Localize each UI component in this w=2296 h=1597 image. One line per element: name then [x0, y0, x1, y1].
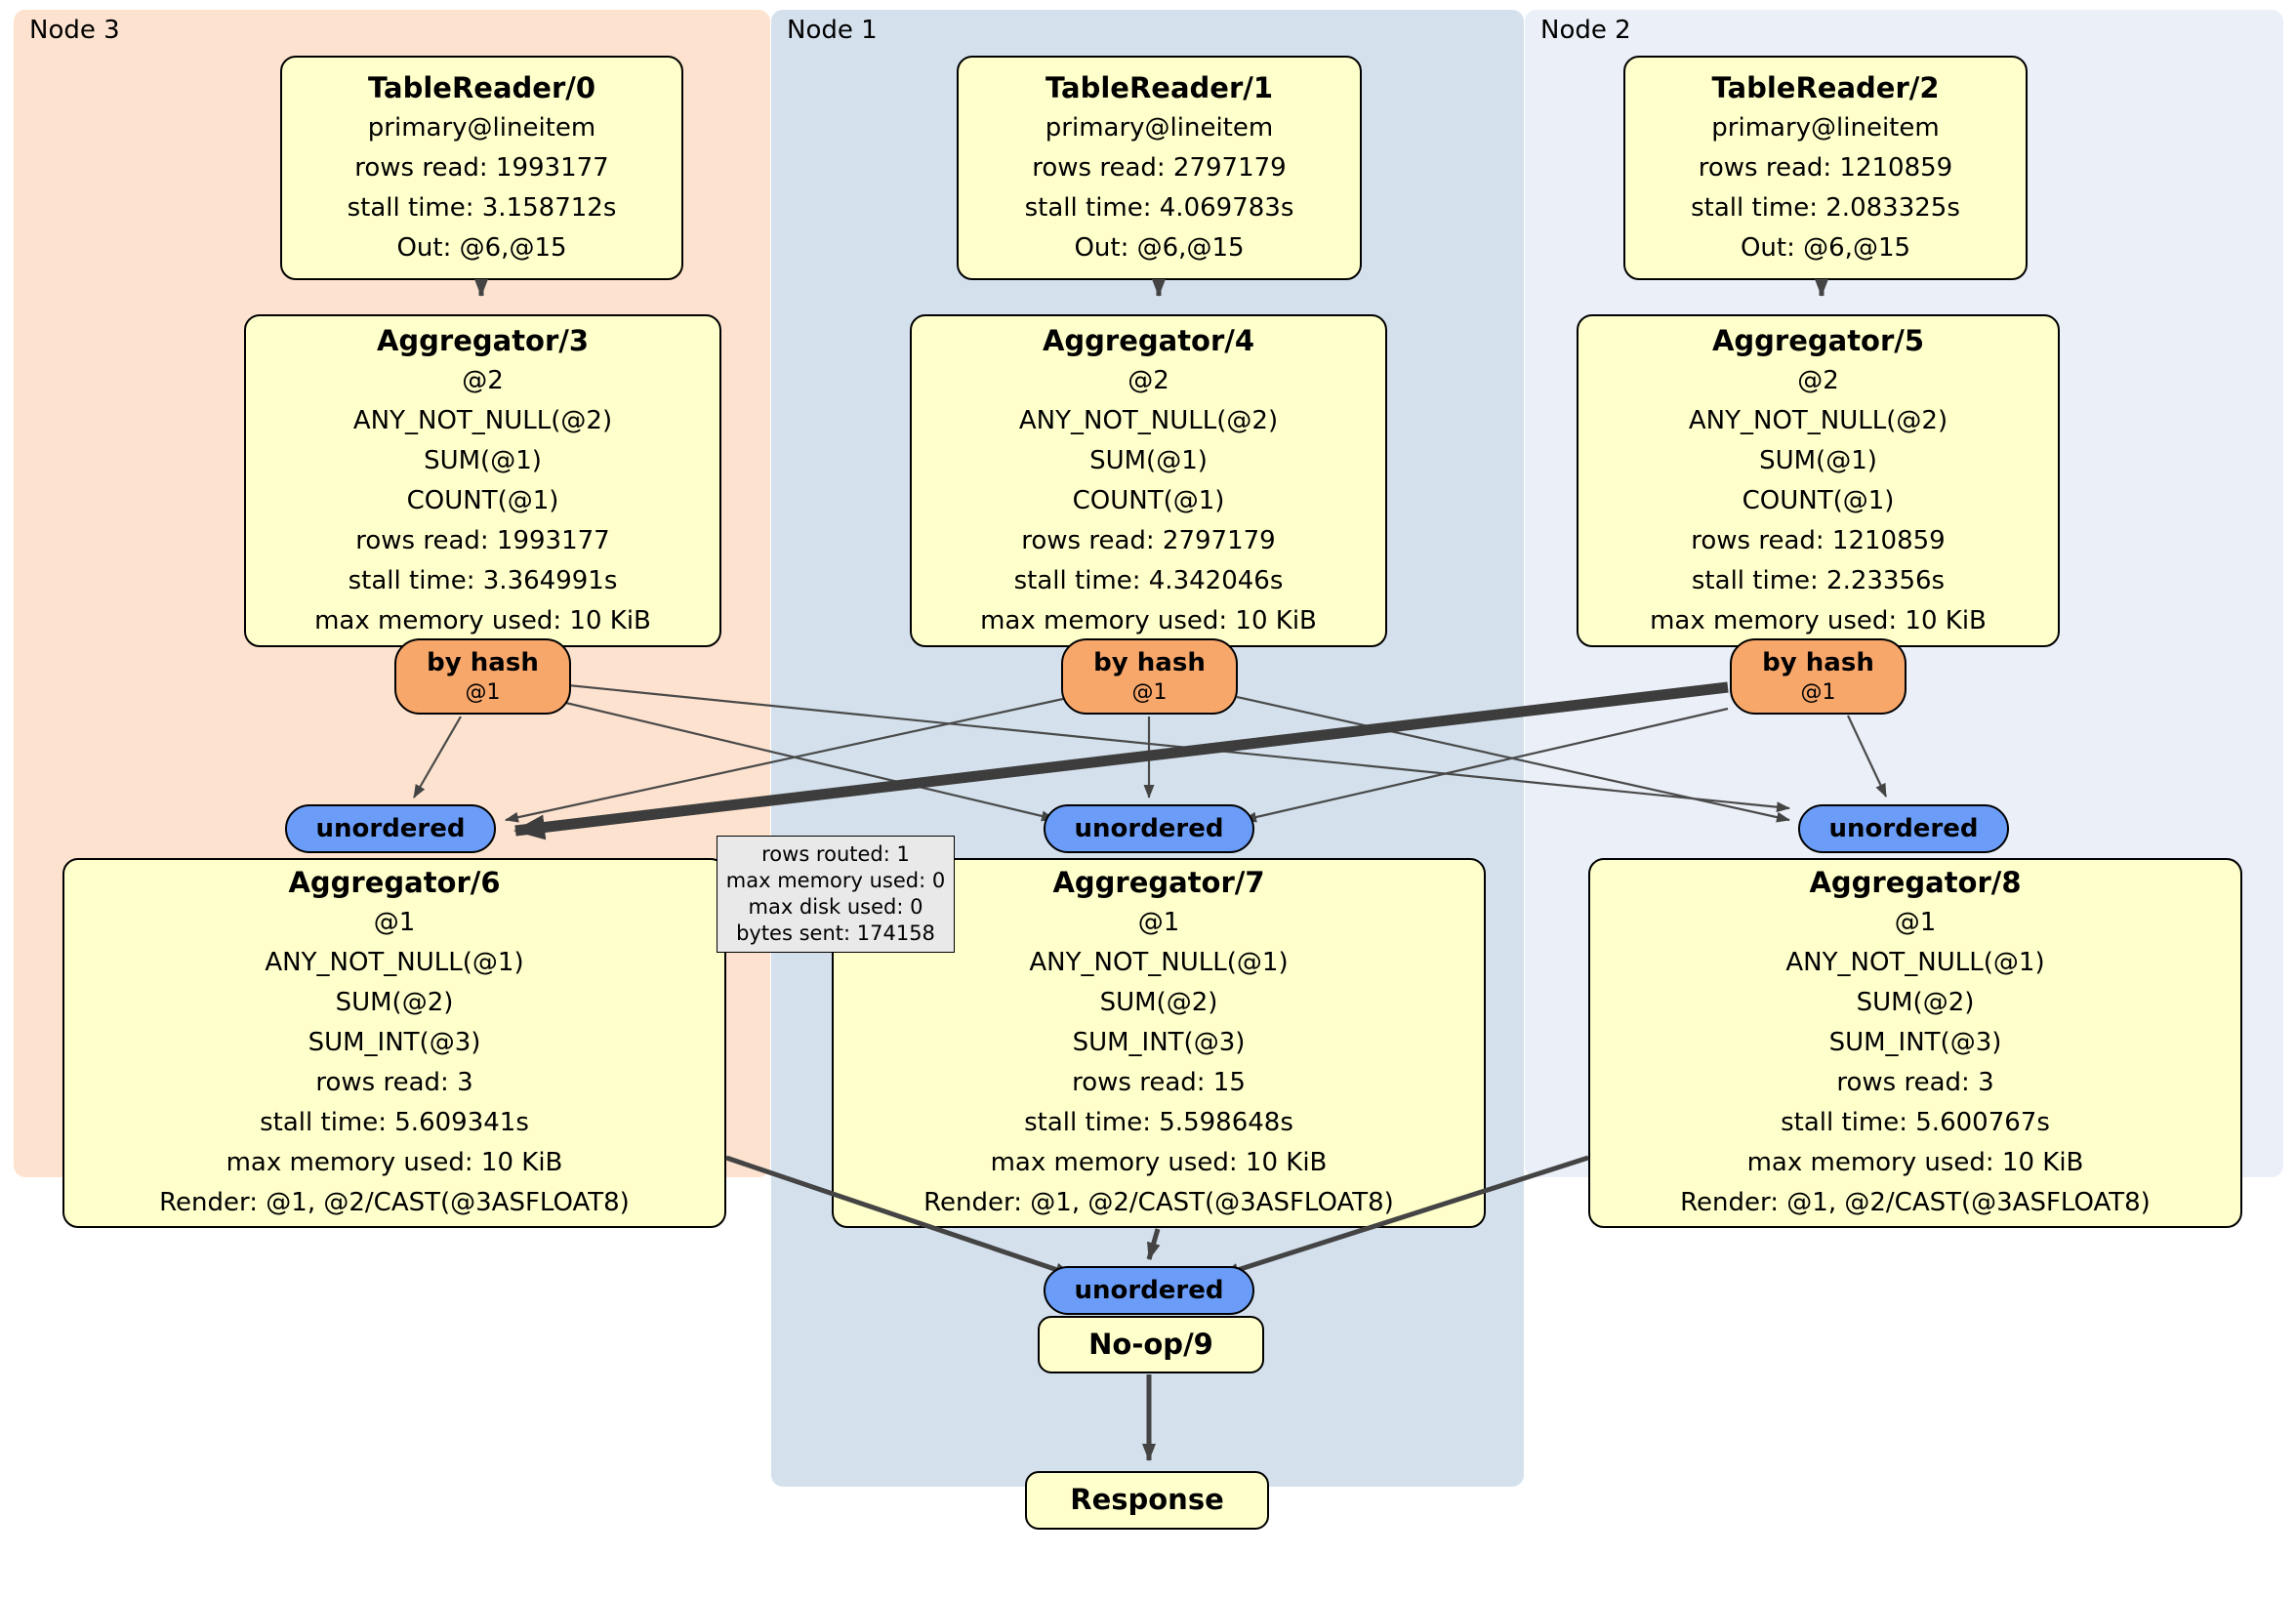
processor-detail: rows read: 2797179	[1032, 152, 1287, 183]
processor-detail: SUM(@1)	[424, 445, 542, 475]
processor-title: Aggregator/5	[1711, 323, 1925, 357]
router-by-hash-node3[interactable]: by hash @1	[394, 638, 571, 715]
router-param: @1	[465, 680, 501, 705]
processor-detail: @1	[1137, 908, 1180, 937]
tooltip-line: rows routed: 1	[761, 842, 910, 866]
sync-unordered-final[interactable]: unordered	[1044, 1266, 1254, 1315]
router-param: @1	[1131, 680, 1168, 705]
processor-detail: ANY_NOT_NULL(@1)	[1029, 948, 1289, 977]
processor-title: No-op/9	[1088, 1328, 1213, 1361]
router-label: by hash	[1093, 648, 1206, 677]
processor-detail: rows read: 2797179	[1021, 525, 1276, 555]
processor-detail: rows read: 15	[1072, 1068, 1246, 1097]
processor-detail: rows read: 3	[1836, 1068, 1994, 1097]
processor-title: Aggregator/6	[288, 866, 501, 899]
processor-tablereader-0[interactable]: TableReader/0 primary@lineitem rows read…	[280, 56, 683, 280]
processor-title: Response	[1070, 1483, 1224, 1516]
processor-aggregator-5[interactable]: Aggregator/5 @2 ANY_NOT_NULL(@2) SUM(@1)…	[1577, 314, 2060, 647]
processor-detail: stall time: 5.609341s	[260, 1108, 529, 1137]
router-label: by hash	[427, 648, 539, 677]
router-by-hash-node1[interactable]: by hash @1	[1061, 638, 1238, 715]
cluster-label-node3: Node 3	[29, 16, 120, 45]
processor-detail: SUM(@2)	[1856, 988, 1975, 1017]
processor-detail: stall time: 3.364991s	[348, 565, 618, 595]
processor-detail: ANY_NOT_NULL(@2)	[1688, 405, 1948, 435]
processor-title: Aggregator/3	[376, 323, 590, 357]
processor-detail: SUM_INT(@3)	[308, 1028, 481, 1057]
processor-detail: max memory used: 10 KiB	[1650, 605, 1987, 635]
processor-aggregator-4[interactable]: Aggregator/4 @2 ANY_NOT_NULL(@2) SUM(@1)…	[910, 314, 1387, 647]
processor-detail: stall time: 5.598648s	[1024, 1108, 1293, 1137]
processor-detail: ANY_NOT_NULL(@1)	[265, 948, 524, 977]
processor-title: Aggregator/8	[1809, 866, 2022, 899]
processor-detail: stall time: 2.23356s	[1691, 565, 1946, 595]
processor-noop-9[interactable]: No-op/9	[1038, 1316, 1264, 1373]
processor-detail: SUM(@1)	[1089, 445, 1208, 475]
processor-detail: ANY_NOT_NULL(@1)	[1785, 948, 2045, 977]
processor-aggregator-8[interactable]: Aggregator/8 @1 ANY_NOT_NULL(@1) SUM(@2)…	[1588, 858, 2242, 1228]
processor-detail: stall time: 5.600767s	[1781, 1108, 2050, 1137]
processor-title: TableReader/1	[1045, 70, 1274, 104]
processor-detail: rows read: 1993177	[354, 152, 609, 183]
tooltip-line: bytes sent: 174158	[736, 921, 935, 945]
processor-detail: rows read: 1210859	[1691, 525, 1946, 555]
sync-unordered-node3[interactable]: unordered	[285, 804, 496, 853]
processor-detail: Out: @6,@15	[1074, 232, 1245, 263]
router-by-hash-node2[interactable]: by hash @1	[1730, 638, 1906, 715]
processor-detail: primary@lineitem	[1711, 112, 1940, 143]
processor-detail: max memory used: 10 KiB	[314, 605, 651, 635]
cluster-label-node2: Node 2	[1540, 16, 1631, 45]
processor-detail: COUNT(@1)	[1072, 485, 1225, 515]
processor-detail: ANY_NOT_NULL(@2)	[1018, 405, 1279, 435]
processor-detail: Out: @6,@15	[1740, 232, 1911, 263]
processor-detail: COUNT(@1)	[1742, 485, 1895, 515]
processor-detail: SUM(@2)	[1099, 988, 1218, 1017]
processor-detail: COUNT(@1)	[406, 485, 559, 515]
processor-detail: SUM(@1)	[1759, 445, 1877, 475]
processor-detail: rows read: 3	[315, 1068, 473, 1097]
processor-detail: primary@lineitem	[1045, 112, 1274, 143]
processor-tablereader-2[interactable]: TableReader/2 primary@lineitem rows read…	[1623, 56, 2028, 280]
sync-unordered-node2[interactable]: unordered	[1798, 804, 2009, 853]
processor-title: TableReader/0	[367, 70, 596, 104]
processor-title: TableReader/2	[1711, 70, 1940, 104]
processor-aggregator-3[interactable]: Aggregator/3 @2 ANY_NOT_NULL(@2) SUM(@1)…	[244, 314, 721, 647]
processor-detail: max memory used: 10 KiB	[990, 1148, 1328, 1177]
processor-detail: @1	[1894, 908, 1937, 937]
processor-detail: rows read: 1210859	[1698, 152, 1953, 183]
processor-detail: Render: @1, @2/CAST(@3ASFLOAT8)	[159, 1188, 630, 1217]
processor-detail: @2	[1797, 365, 1839, 395]
processor-tablereader-1[interactable]: TableReader/1 primary@lineitem rows read…	[957, 56, 1362, 280]
edge-stats-tooltip: rows routed: 1 max memory used: 0 max di…	[717, 836, 955, 953]
processor-detail: max memory used: 10 KiB	[226, 1148, 563, 1177]
processor-title: Aggregator/7	[1052, 866, 1265, 899]
processor-detail: rows read: 1993177	[355, 525, 610, 555]
router-label: by hash	[1762, 648, 1874, 677]
processor-detail: stall time: 4.069783s	[1024, 192, 1294, 223]
processor-detail: stall time: 2.083325s	[1691, 192, 1960, 223]
processor-detail: max memory used: 10 KiB	[1746, 1148, 2084, 1177]
processor-detail: ANY_NOT_NULL(@2)	[352, 405, 613, 435]
sync-unordered-node1[interactable]: unordered	[1044, 804, 1254, 853]
processor-detail: SUM(@2)	[335, 988, 454, 1017]
processor-detail: @2	[462, 365, 504, 395]
processor-detail: stall time: 4.342046s	[1013, 565, 1284, 595]
processor-response[interactable]: Response	[1025, 1471, 1269, 1530]
tooltip-line: max memory used: 0	[725, 869, 946, 892]
processor-detail: Out: @6,@15	[396, 232, 567, 263]
cluster-label-node1: Node 1	[787, 16, 878, 45]
router-param: @1	[1800, 680, 1836, 705]
processor-detail: stall time: 3.158712s	[347, 192, 617, 223]
processor-detail: SUM_INT(@3)	[1828, 1028, 2002, 1057]
processor-title: Aggregator/4	[1042, 323, 1255, 357]
processor-detail: @1	[373, 908, 416, 937]
tooltip-line: max disk used: 0	[748, 895, 923, 919]
processor-aggregator-6[interactable]: Aggregator/6 @1 ANY_NOT_NULL(@1) SUM(@2)…	[62, 858, 726, 1228]
processor-detail: Render: @1, @2/CAST(@3ASFLOAT8)	[1680, 1188, 2151, 1217]
processor-detail: primary@lineitem	[367, 112, 596, 143]
processor-detail: SUM_INT(@3)	[1072, 1028, 1246, 1057]
processor-detail: max memory used: 10 KiB	[980, 605, 1317, 635]
processor-detail: Render: @1, @2/CAST(@3ASFLOAT8)	[923, 1188, 1394, 1217]
processor-detail: @2	[1128, 365, 1169, 395]
